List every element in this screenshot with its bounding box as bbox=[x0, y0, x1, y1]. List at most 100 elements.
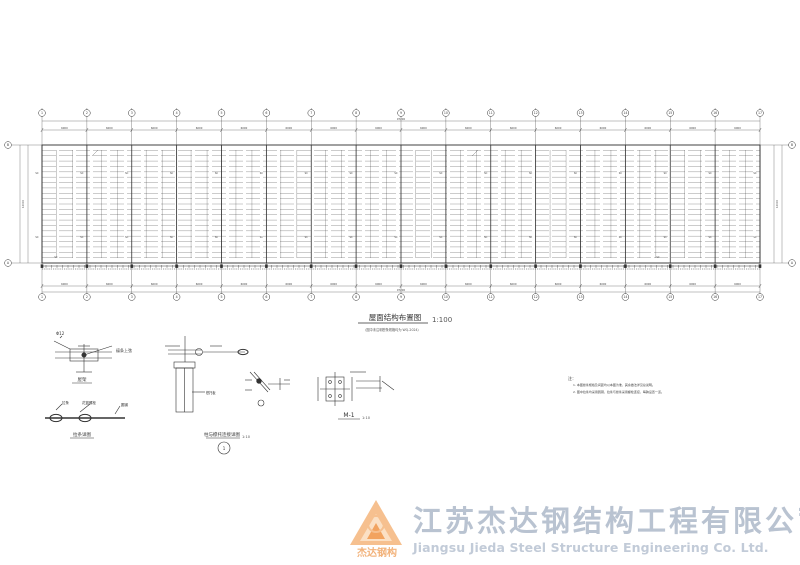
member-label: SC bbox=[574, 172, 578, 175]
member-label: SC bbox=[484, 236, 488, 239]
axis-label-top: 14 bbox=[623, 111, 627, 115]
column-mark bbox=[309, 264, 313, 269]
axis-label-bottom: 1 bbox=[41, 295, 43, 299]
span-dim-top: 6000 bbox=[106, 126, 113, 130]
member-label: SC bbox=[170, 172, 174, 175]
axis-bubble-top bbox=[531, 109, 540, 117]
column-mark bbox=[444, 264, 448, 269]
axis-label-bottom: 5 bbox=[220, 295, 222, 299]
member-label: SC bbox=[619, 236, 623, 239]
axis-label-top: 8 bbox=[355, 111, 357, 115]
axis-bubble-top bbox=[217, 109, 226, 117]
member-label: SC bbox=[656, 256, 660, 259]
callout-leader bbox=[471, 149, 479, 157]
column-mark bbox=[85, 264, 89, 269]
notes-line-2: 2. 图中拉条均采用圆钢，拉条与檩条采用螺栓连接，每跨设置一道。 bbox=[573, 389, 664, 394]
column-mark bbox=[40, 264, 44, 269]
member-label: SC bbox=[80, 172, 84, 175]
brace-label-1: 拉条 bbox=[62, 400, 69, 405]
axis-bubble-top bbox=[442, 109, 450, 117]
span-dim-top: 6000 bbox=[600, 126, 607, 130]
tie-rod-note: 檩条上弦 bbox=[116, 347, 132, 353]
span-dim-bottom: 6000 bbox=[689, 282, 696, 286]
member-label: SC bbox=[350, 172, 354, 175]
span-dim-top: 6000 bbox=[465, 126, 472, 130]
axis-bubble-top bbox=[307, 109, 315, 117]
axis-label-top: 16 bbox=[713, 111, 717, 115]
connection-scale: 1:10 bbox=[362, 416, 371, 420]
member-label: SC bbox=[394, 236, 398, 239]
section-mark-circle bbox=[217, 441, 231, 455]
axis-label-top: 17 bbox=[758, 111, 762, 115]
notes-heading: 注： bbox=[568, 375, 576, 381]
member-label: SC bbox=[54, 256, 58, 259]
axis-bubble-bottom bbox=[442, 293, 450, 301]
axis-label-top: 15 bbox=[668, 111, 672, 115]
span-dim-bottom: 6000 bbox=[151, 282, 158, 286]
member-label: SC bbox=[619, 172, 623, 175]
detail-connection-plate bbox=[317, 371, 395, 406]
section-mark: 1 bbox=[223, 446, 226, 451]
axis-label-bottom: 13 bbox=[578, 295, 582, 299]
plan-scale: 1:100 bbox=[432, 316, 452, 324]
axis-bubble-bottom bbox=[756, 293, 764, 301]
axis-bubble-top bbox=[397, 109, 405, 117]
callout-leader bbox=[91, 149, 99, 157]
axis-bubble-bottom bbox=[217, 293, 226, 301]
column-title: 柱与檩托连接详图 bbox=[204, 431, 240, 438]
connection-title: M-1 bbox=[343, 412, 354, 419]
column-mark bbox=[265, 264, 268, 269]
depth-dim-right: 12000 bbox=[775, 200, 779, 209]
column-mark bbox=[354, 264, 358, 269]
axis-bubble-bottom bbox=[711, 293, 719, 301]
axis-bubble-bottom bbox=[621, 293, 630, 301]
axis-label-bottom: 9 bbox=[400, 295, 402, 299]
axis-label-bottom: 4 bbox=[176, 295, 178, 299]
brace-label-2: 花篮螺栓 bbox=[82, 400, 96, 405]
axis-bubble-bottom bbox=[262, 293, 271, 301]
axis-label-bottom: 3 bbox=[131, 295, 133, 299]
detail-bolt-joint bbox=[245, 371, 290, 407]
span-dim-top: 6000 bbox=[151, 126, 158, 130]
row-label-left: B bbox=[7, 143, 9, 147]
column-mark bbox=[130, 264, 134, 269]
company-logo-icon bbox=[350, 500, 402, 545]
axis-label-bottom: 12 bbox=[534, 295, 538, 299]
row-bubble-right bbox=[788, 141, 796, 149]
notes-line-1: 1. 本图檩条规格及间距均以本图为准，其余做法详见总说明。 bbox=[573, 382, 655, 387]
axis-bubble-bottom bbox=[397, 293, 405, 301]
row-bubble-left bbox=[4, 259, 12, 267]
company-watermark: 江苏杰达钢结构工程有限公司 Jiangsu Jieda Steel Struct… bbox=[413, 505, 800, 556]
column-mark bbox=[713, 264, 717, 269]
span-dim-top: 6000 bbox=[375, 126, 382, 130]
member-label: SC bbox=[709, 236, 713, 239]
span-dim-bottom: 6000 bbox=[420, 282, 427, 286]
column-mark bbox=[175, 264, 178, 269]
member-label: SC bbox=[260, 236, 264, 239]
column-mark bbox=[399, 264, 403, 269]
column-mark bbox=[579, 264, 582, 269]
member-label: SC bbox=[439, 172, 443, 175]
span-dim-bottom: 6000 bbox=[645, 282, 652, 286]
member-label: SC bbox=[170, 236, 174, 239]
span-dim-top: 6000 bbox=[689, 126, 696, 130]
span-dim-bottom: 6000 bbox=[241, 282, 248, 286]
span-dim-bottom: 6000 bbox=[106, 282, 113, 286]
axis-label-top: 4 bbox=[176, 111, 178, 115]
axis-bubble-top bbox=[711, 109, 719, 117]
span-dim-bottom: 6000 bbox=[196, 282, 203, 286]
member-label: SC bbox=[529, 236, 533, 239]
axis-label-top: 9 bbox=[400, 111, 402, 115]
member-label: SC bbox=[260, 172, 264, 175]
axis-bubble-top bbox=[38, 109, 46, 117]
axis-bubble-bottom bbox=[352, 293, 360, 301]
span-dim-top: 6000 bbox=[420, 126, 427, 130]
member-label: SC bbox=[305, 172, 309, 175]
member-label: SC bbox=[215, 172, 219, 175]
axis-bubble-top bbox=[172, 109, 181, 117]
span-dim-top: 6000 bbox=[286, 126, 293, 130]
axis-bubble-top bbox=[621, 109, 630, 117]
angle-label: Φ12 bbox=[56, 331, 65, 336]
axis-label-top: 5 bbox=[220, 111, 222, 115]
